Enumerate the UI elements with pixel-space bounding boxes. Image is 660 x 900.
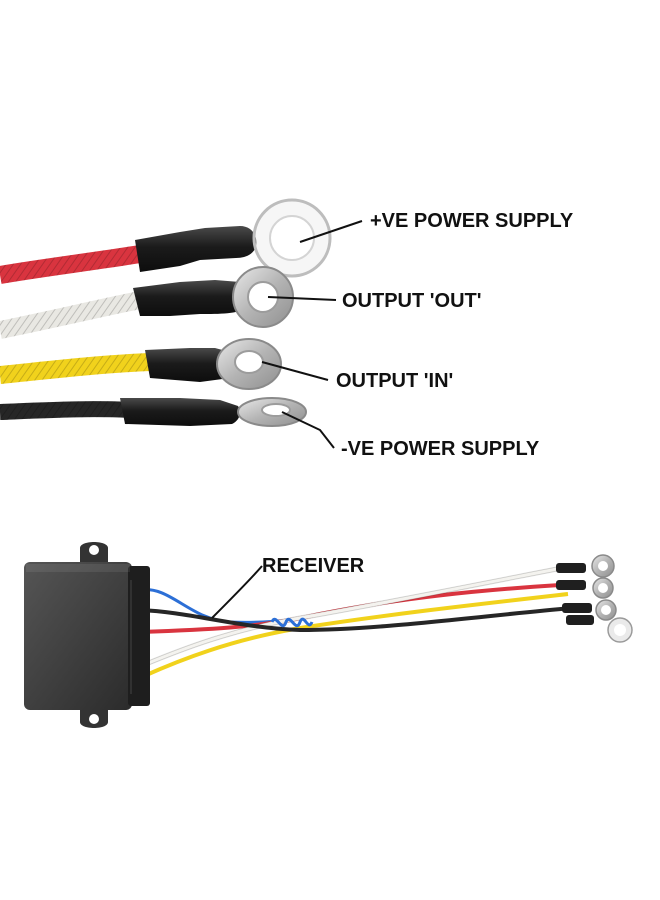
harness-shrink-1 <box>556 563 586 573</box>
white-heatshrink <box>133 280 250 316</box>
receiver-mount-tab-top <box>80 542 108 562</box>
receiver-module <box>24 562 150 710</box>
harness-blue-wire <box>139 588 291 624</box>
ring-terminal-clear <box>252 198 332 278</box>
harness-white-wire-fill <box>145 566 563 666</box>
harness-shrink-4 <box>566 615 594 625</box>
leader-neg-supply <box>281 411 335 449</box>
harness-shrink-3 <box>562 603 592 613</box>
leader-receiver <box>211 565 263 619</box>
ring-terminal-in <box>216 338 282 390</box>
label-pos-supply: +VE POWER SUPPLY <box>370 210 574 232</box>
label-receiver: RECEIVER <box>262 555 365 577</box>
yellow-lead <box>0 338 282 390</box>
antenna-coil <box>270 617 314 628</box>
receiver-body <box>24 562 132 710</box>
yellow-wire-braid <box>0 353 151 384</box>
yellow-heatshrink <box>145 348 236 382</box>
leader-output-out <box>267 296 337 301</box>
receiver-harness <box>139 565 573 678</box>
ring-terminal-neg <box>237 397 307 427</box>
harness-terminals <box>556 554 633 643</box>
white-wire-braid <box>0 291 142 339</box>
leader-pos-supply <box>299 220 363 243</box>
harness-black-wire <box>139 606 573 633</box>
white-lead <box>0 266 294 339</box>
black-lead <box>0 397 307 427</box>
red-heatshrink <box>135 226 257 272</box>
leader-output-in <box>261 361 329 381</box>
red-wire-braid <box>0 245 142 284</box>
harness-shrink-2 <box>556 580 586 590</box>
black-wire-braid <box>0 401 131 420</box>
red-lead <box>0 198 332 284</box>
ring-terminal-out <box>232 266 294 328</box>
label-output-in: OUTPUT 'IN' <box>336 370 453 392</box>
black-heatshrink <box>120 398 240 426</box>
receiver-mount-tab-bottom <box>80 708 108 728</box>
receiver-side <box>128 566 150 706</box>
label-neg-supply: -VE POWER SUPPLY <box>341 438 540 460</box>
harness-yellow-wire <box>143 592 569 678</box>
label-output-out: OUTPUT 'OUT' <box>342 290 482 312</box>
